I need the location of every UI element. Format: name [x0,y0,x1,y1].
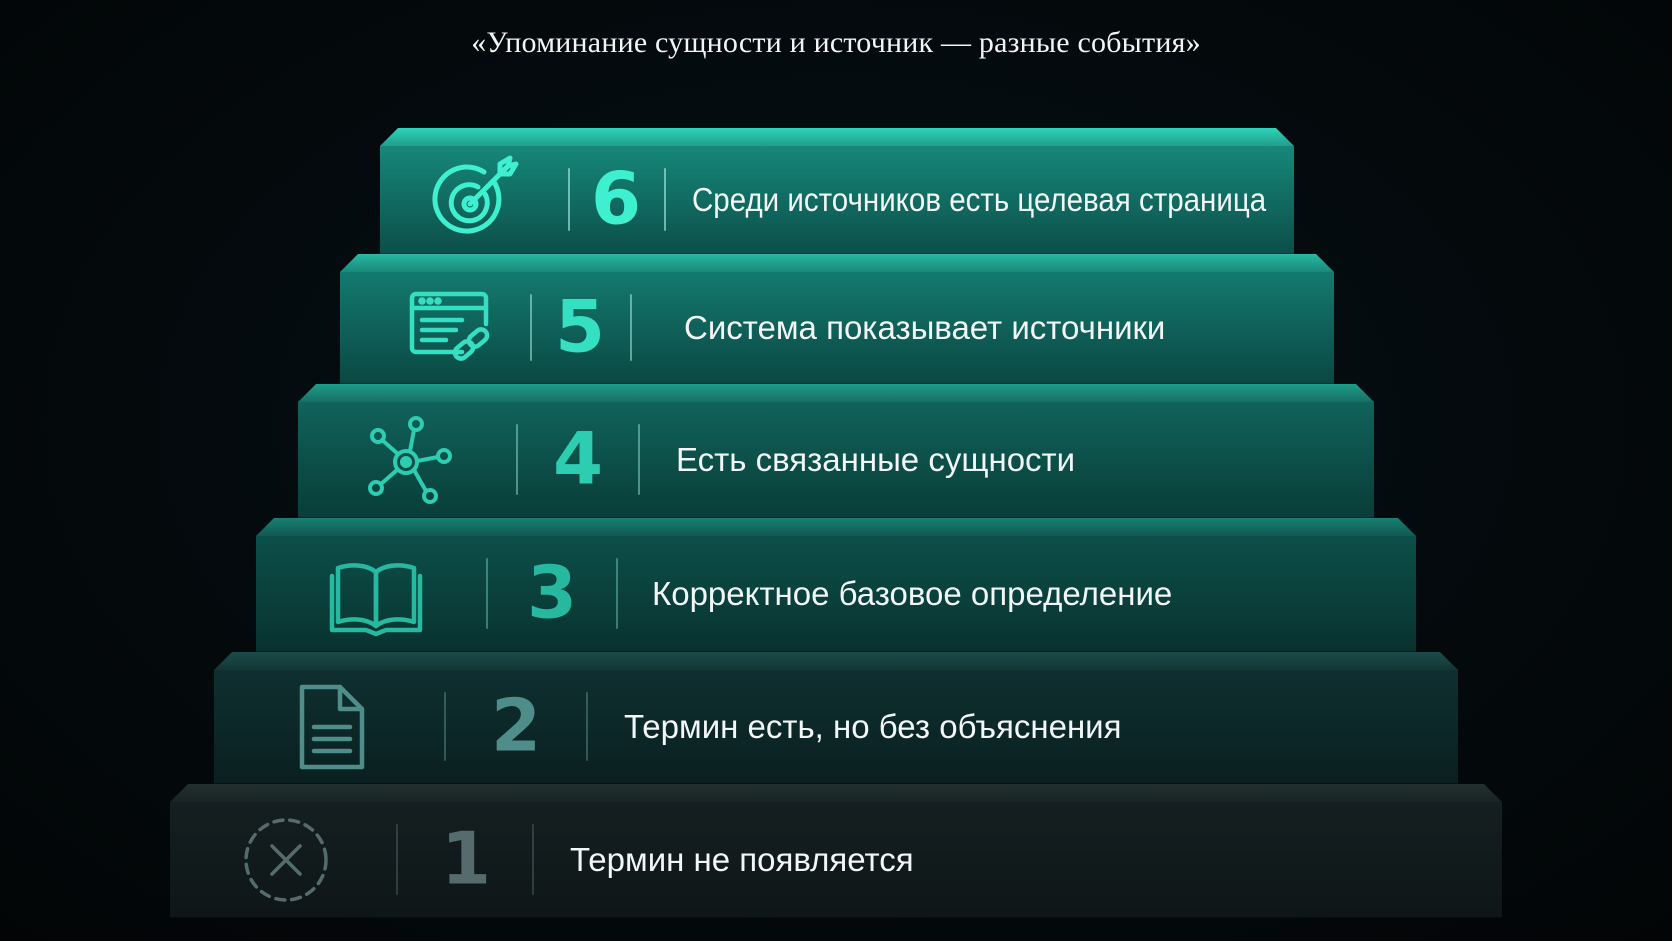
target-icon [426,152,522,248]
step-label: Термин есть, но без объяснения [624,707,1122,745]
step-label: Система показывает источники [684,308,1166,346]
step-divider [586,692,588,761]
step-4: 4 Есть связанные сущности [298,384,1374,518]
page-title: «Упоминание сущности и источник — разные… [471,26,1201,59]
step-number: 6 [590,156,642,241]
step-top-face [298,384,1374,402]
step-number: 4 [552,416,604,501]
step-top-face [380,128,1294,146]
step-6: 6 Среди источников есть целевая страница [380,128,1294,254]
browser-link-icon [402,280,498,376]
step-divider [638,424,640,495]
step-front-face: 5 Система показывает источники [340,272,1334,384]
dashed-circle-x-icon [238,812,334,908]
step-divider [664,168,666,231]
step-divider [530,294,532,361]
step-3: 3 Корректное базовое определение [256,518,1416,652]
step-front-face: 6 Среди источников есть целевая страница [380,146,1294,254]
step-divider [630,294,632,361]
step-top-face [214,652,1458,670]
step-divider [568,168,570,231]
step-label: Среди источников есть целевая страница [692,180,1267,218]
step-top-face [256,518,1416,536]
step-number: 3 [526,550,578,635]
step-2: 2 Термин есть, но без объяснения [214,652,1458,784]
step-label: Корректное базовое определение [652,574,1173,612]
network-icon [360,412,456,508]
step-number: 5 [554,284,606,369]
step-front-face: 2 Термин есть, но без объяснения [214,670,1458,784]
step-divider [532,824,534,895]
step-divider [444,692,446,761]
step-number: 1 [440,816,492,901]
step-top-face [170,784,1502,802]
step-divider [516,424,518,495]
step-front-face: 3 Корректное базовое определение [256,536,1416,652]
step-front-face: 1 Термин не появляется [170,802,1502,918]
step-divider [616,558,618,629]
step-5: 5 Система показывает источники [340,254,1334,384]
step-1: 1 Термин не появляется [170,784,1502,918]
open-book-icon [328,546,424,642]
step-divider [486,558,488,629]
document-icon [284,679,380,775]
step-divider [396,824,398,895]
step-number: 2 [490,683,542,768]
step-label: Термин не появляется [570,840,914,878]
step-front-face: 4 Есть связанные сущности [298,402,1374,518]
step-label: Есть связанные сущности [676,440,1076,478]
step-top-face [340,254,1334,272]
